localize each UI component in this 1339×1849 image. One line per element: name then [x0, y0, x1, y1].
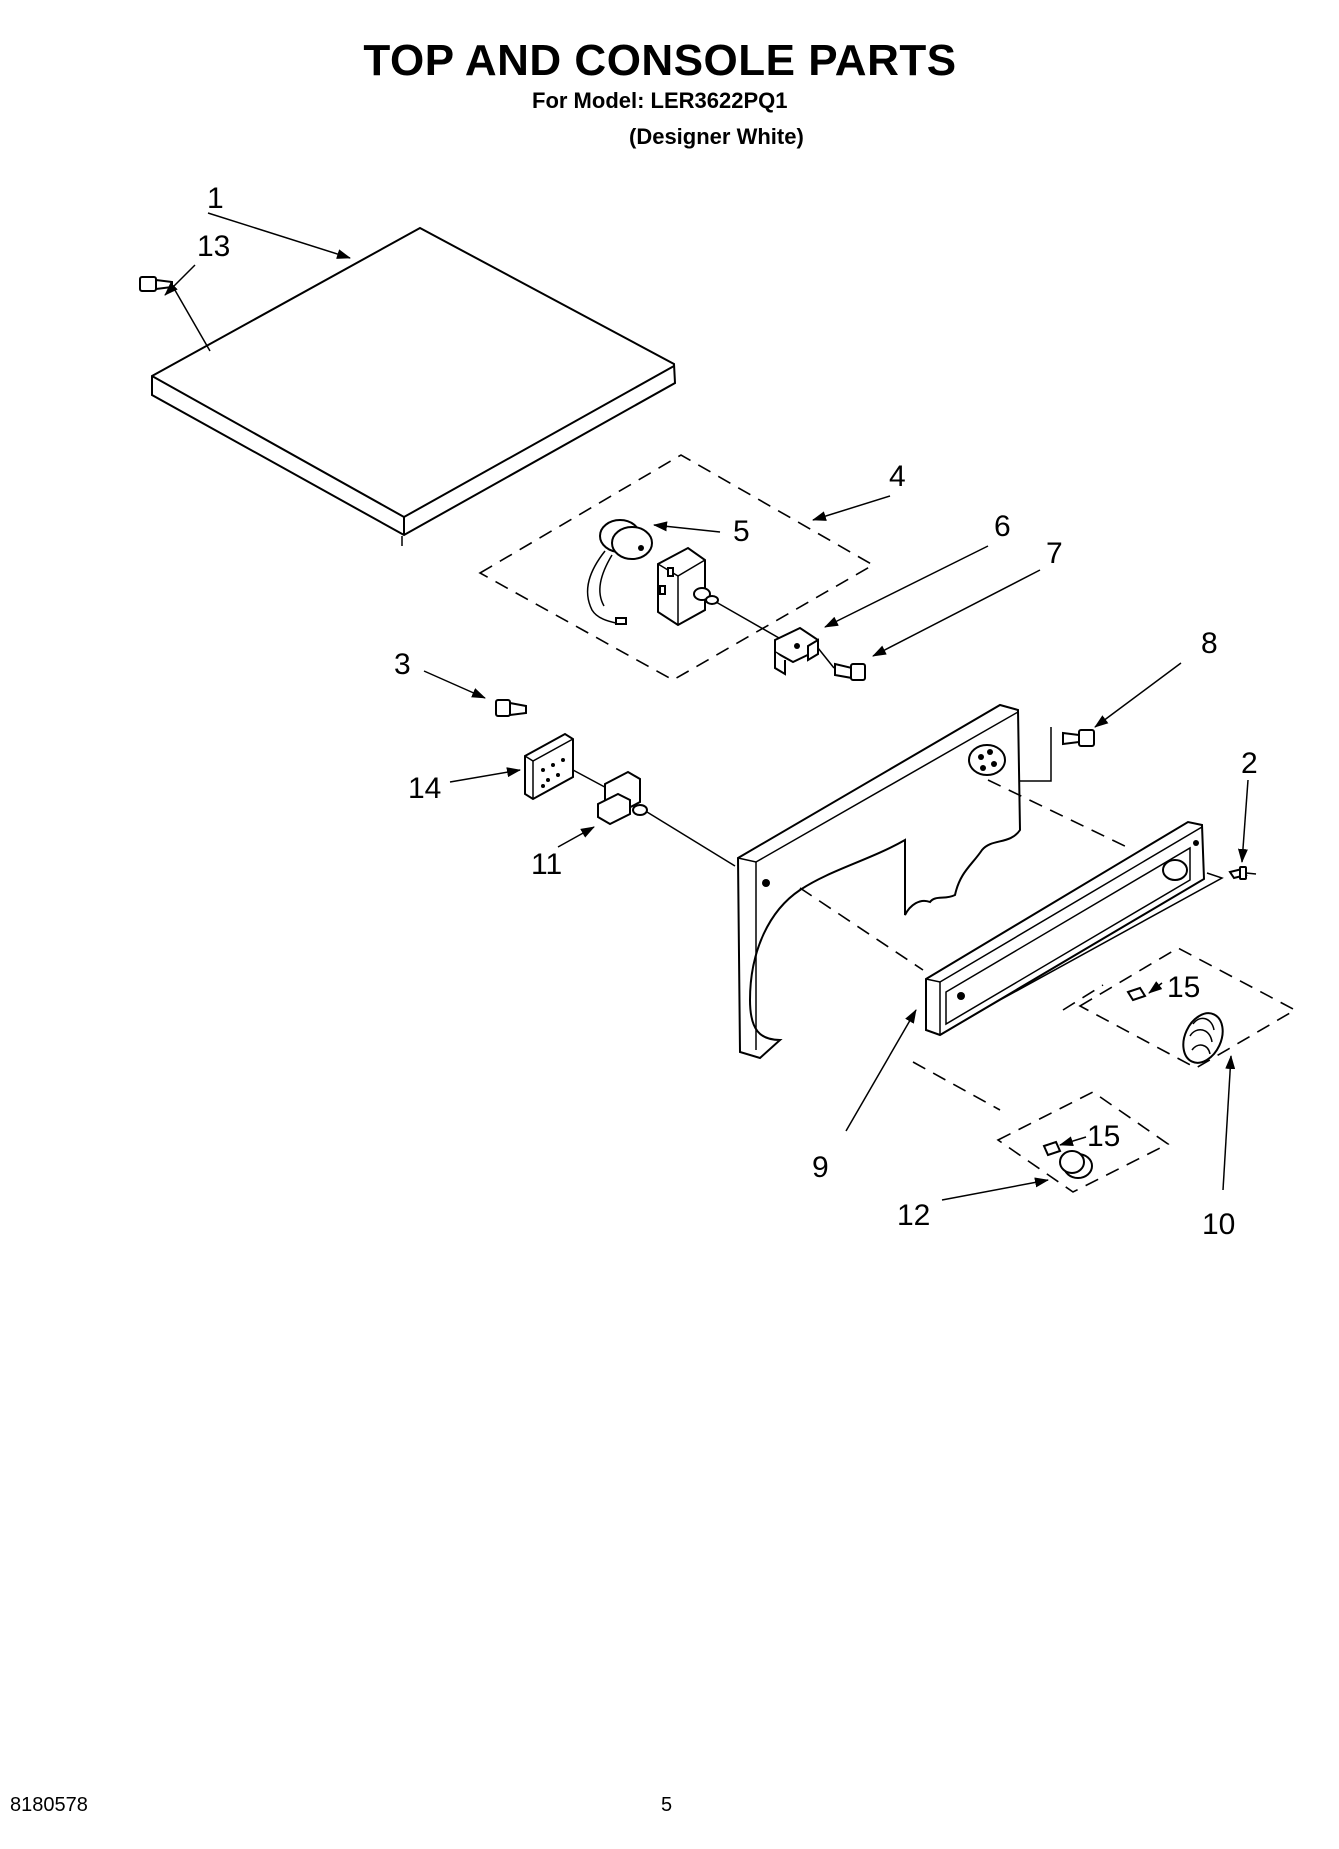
callout-15a: 15 — [1167, 971, 1200, 1004]
assembly-lines — [799, 779, 1134, 1111]
callout-8: 8 — [1201, 627, 1218, 660]
top-panel-part — [151, 226, 677, 546]
timer-group-4 — [478, 454, 875, 681]
pin-2-part — [1228, 866, 1257, 880]
bracket-6-part — [774, 626, 819, 676]
bracket-11-part — [597, 770, 736, 867]
plate-14-part — [524, 732, 615, 801]
callout-10: 10 — [1202, 1208, 1235, 1241]
callout-6: 6 — [994, 510, 1011, 543]
timer-switch-part — [657, 546, 801, 651]
callout-5: 5 — [733, 515, 750, 548]
callout-arrows — [164, 212, 1249, 1201]
callout-12: 12 — [897, 1199, 930, 1232]
callout-11: 11 — [531, 848, 562, 881]
page-title: TOP AND CONSOLE PARTS — [363, 36, 957, 85]
callout-7: 7 — [1046, 537, 1063, 570]
callout-9: 9 — [812, 1151, 829, 1184]
control-panel-part — [925, 820, 1224, 1037]
callout-2: 2 — [1241, 747, 1258, 780]
screw-13-part — [139, 276, 211, 352]
button-group-12 — [996, 1091, 1170, 1193]
callout-4: 4 — [889, 460, 906, 493]
callout-14: 14 — [408, 772, 441, 805]
console-9-part — [736, 703, 1022, 1060]
variant-label: (Designer White) — [629, 124, 804, 149]
callout-3: 3 — [394, 648, 411, 681]
callout-1: 1 — [207, 182, 224, 215]
screw-3-part — [495, 699, 527, 717]
screw-7-part — [817, 647, 866, 681]
knob-group-10 — [1078, 947, 1297, 1069]
model-line: For Model: LER3622PQ1 — [532, 88, 788, 113]
page-number: 5 — [661, 1794, 673, 1816]
callout-15b: 15 — [1087, 1120, 1120, 1153]
document-number: 8180578 — [10, 1794, 88, 1816]
motor-5-part — [586, 519, 653, 625]
callout-13: 13 — [197, 230, 230, 263]
